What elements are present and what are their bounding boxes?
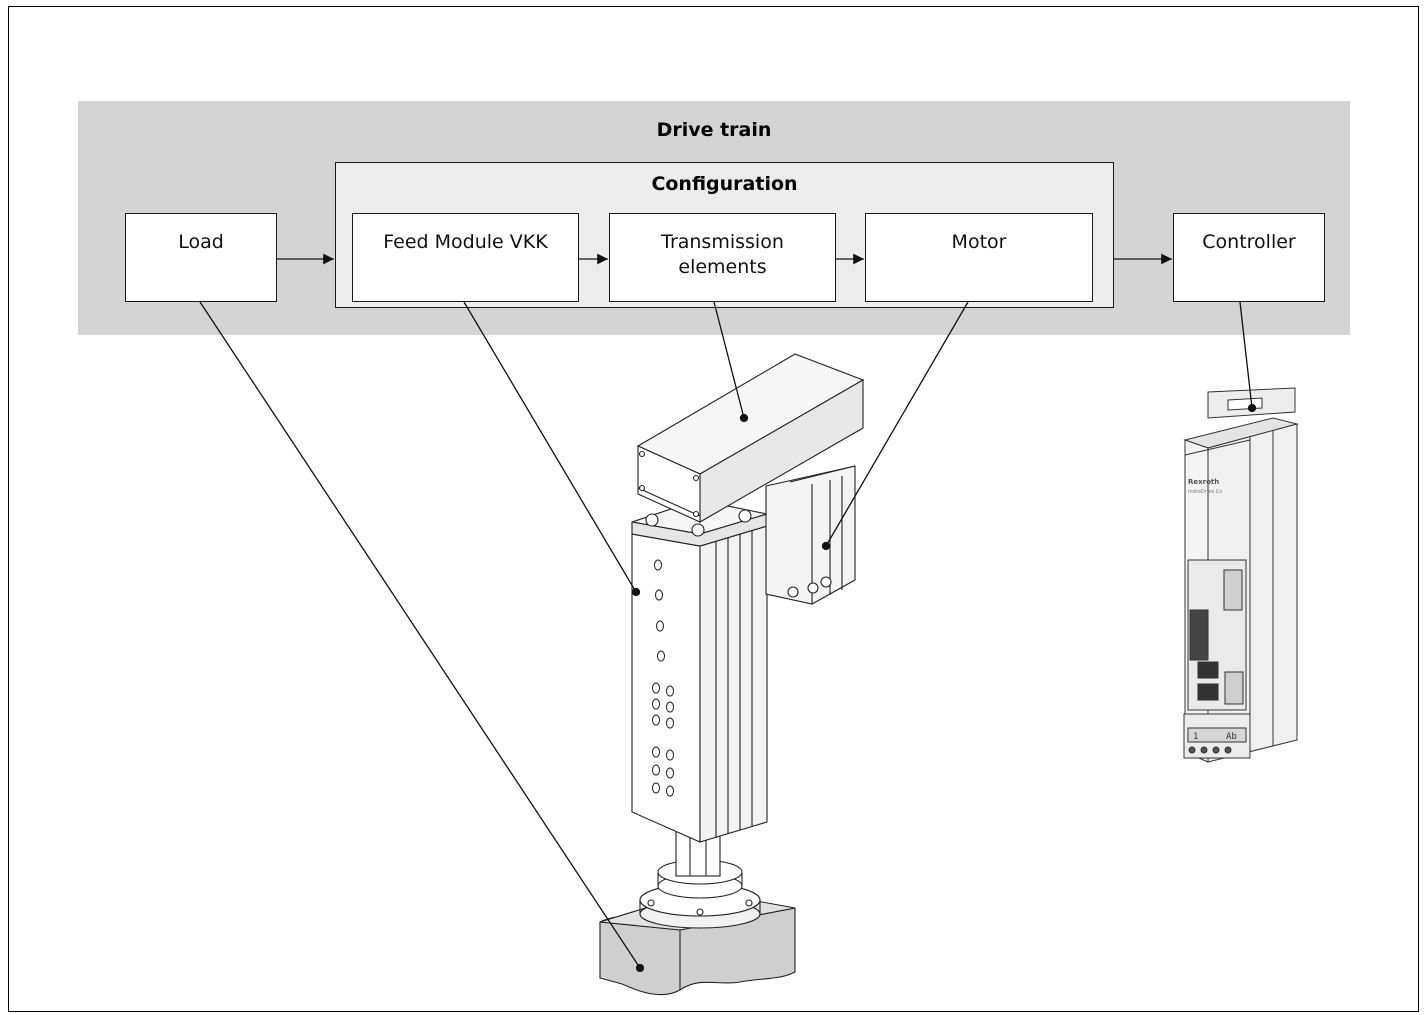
- column-holes: [652, 559, 674, 797]
- leader-load-dot: [635, 963, 645, 973]
- feed-module-box: Feed Module VKK: [352, 213, 579, 302]
- leader-load: [199, 301, 641, 969]
- controller-box: Controller: [1173, 213, 1325, 302]
- load-label: Load: [178, 231, 224, 253]
- controller-brand-text: Rexroth: [1188, 478, 1219, 486]
- controller-display-left: 1: [1193, 732, 1198, 742]
- transmission-label-line1: Transmission: [661, 231, 784, 253]
- feed-module-column: [631, 517, 768, 843]
- controller-display-right: Ab: [1226, 732, 1237, 742]
- motor-body: [765, 465, 856, 605]
- motor-box: Motor: [865, 213, 1093, 302]
- leader-transmission: [713, 301, 745, 419]
- controller-label: Controller: [1202, 231, 1296, 253]
- leader-feed-module-dot: [631, 587, 641, 597]
- configuration-title: Configuration: [651, 173, 798, 195]
- leader-motor: [825, 301, 969, 547]
- leader-feed-module: [463, 301, 637, 593]
- drive-train-title: Drive train: [656, 119, 772, 141]
- controller-device: [1183, 387, 1299, 763]
- leader-controller-dot: [1247, 403, 1257, 413]
- load-box: Load: [125, 213, 277, 302]
- leader-transmission-dot: [739, 413, 749, 423]
- controller-device-labels: Rexroth IndraDrive Cs 1 Ab: [1188, 478, 1237, 742]
- base-flange: [639, 859, 761, 929]
- leader-controller: [1239, 301, 1253, 409]
- feed-module-label: Feed Module VKK: [383, 231, 548, 253]
- transmission-label-line2: elements: [678, 256, 767, 278]
- motor-label: Motor: [951, 231, 1007, 253]
- transmission-box: Transmission elements: [609, 213, 836, 302]
- figure-frame: [8, 6, 1419, 1012]
- controller-model-text: IndraDrive Cs: [1188, 489, 1222, 495]
- transmission-housing: [636, 353, 865, 523]
- leader-motor-dot: [821, 541, 831, 551]
